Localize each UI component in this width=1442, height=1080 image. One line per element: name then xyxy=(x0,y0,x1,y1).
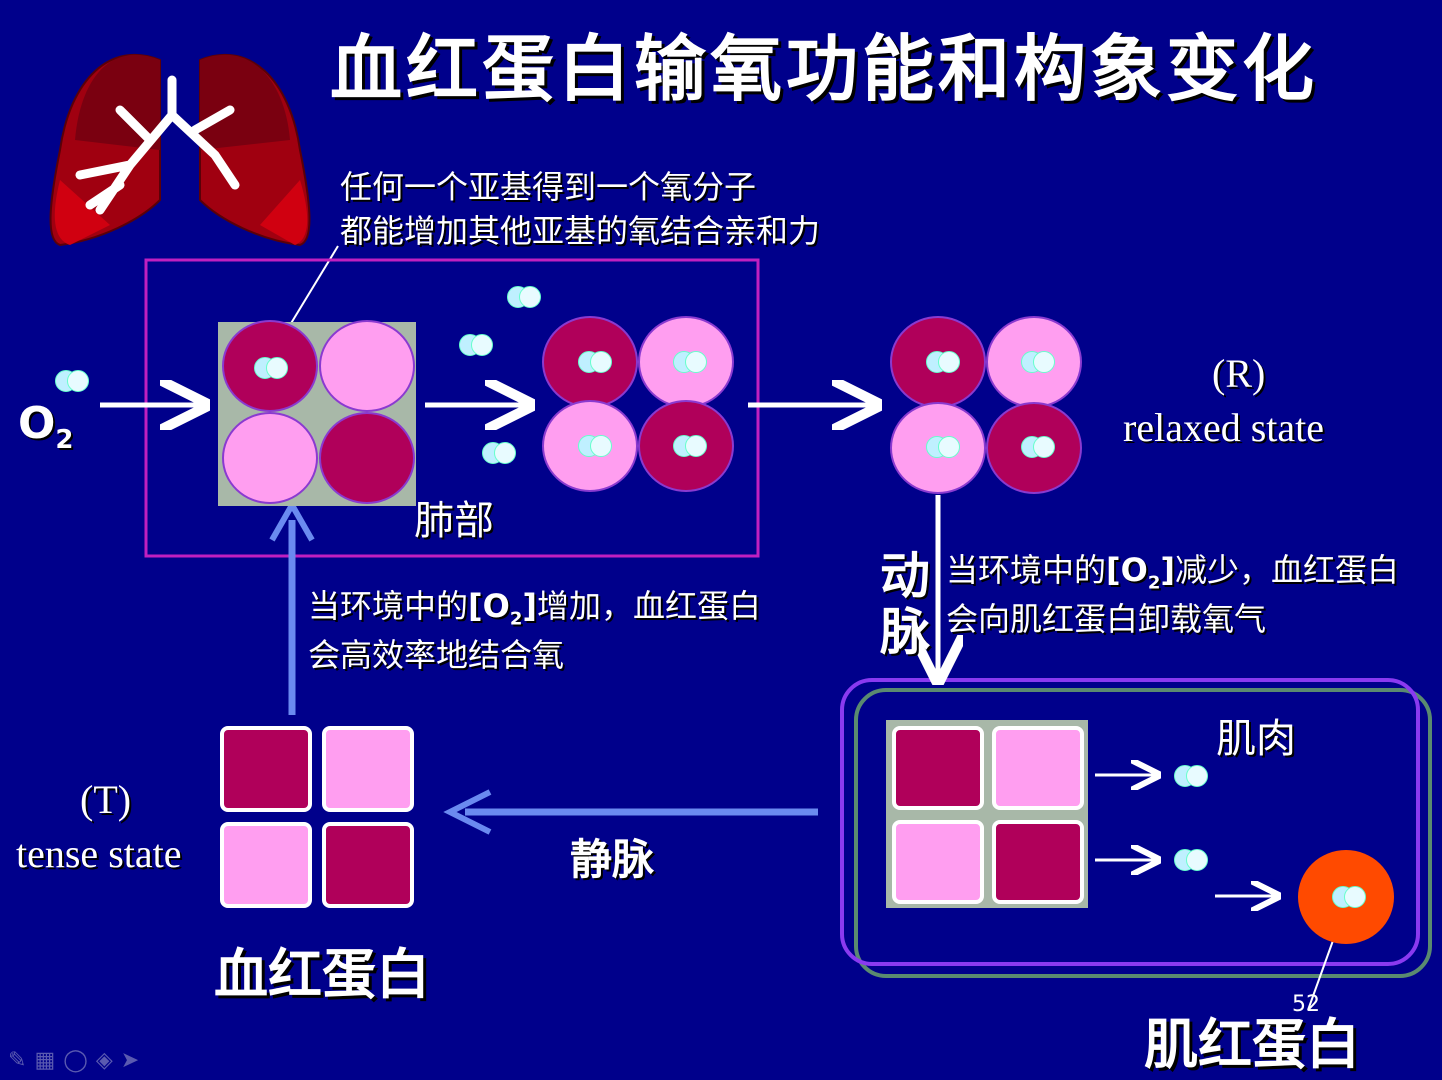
pointer-icon[interactable]: ➤ xyxy=(120,1048,148,1073)
top-note-line-2: 都能增加其他亚基的氧结合亲和力 xyxy=(340,212,821,250)
subunit xyxy=(992,726,1084,810)
myoglobin-label: 肌红蛋白 xyxy=(1144,1013,1360,1076)
muscle-box-outer xyxy=(854,688,1432,978)
muscle-box-inner xyxy=(840,678,1420,966)
oxygen-molecule-icon xyxy=(482,442,520,466)
subunit xyxy=(892,820,984,904)
eraser-icon[interactable]: ◈ xyxy=(95,1048,121,1073)
top-note: 任何一个亚基得到一个氧分子 都能增加其他亚基的氧结合亲和力 xyxy=(340,165,820,253)
subunit xyxy=(992,820,1084,904)
subunit xyxy=(319,412,415,504)
subunit xyxy=(220,822,312,908)
subunit xyxy=(322,822,414,908)
increase-note: 当环境中的[O2]增加，血红蛋白 会高效率地结合氧 xyxy=(308,587,762,675)
subunit xyxy=(222,412,318,504)
r-state-symbol: (R) xyxy=(1212,351,1266,396)
r-state-name: relaxed state xyxy=(1123,405,1324,450)
oxygen-molecule-icon xyxy=(1332,886,1370,910)
vein-label: 静脉 xyxy=(570,835,655,884)
oxygen-molecule-icon xyxy=(507,286,545,310)
page-title: 血红蛋白输氧功能和构象变化 xyxy=(330,27,1319,111)
oxygen-molecule-icon xyxy=(673,351,711,375)
subunit xyxy=(319,320,415,412)
oxygen-molecule-icon xyxy=(254,357,292,381)
subunit xyxy=(222,320,318,412)
lung-box xyxy=(144,258,760,558)
lungs-icon xyxy=(49,54,311,247)
oxygen-molecule-icon xyxy=(1174,849,1212,873)
oxygen-molecule-icon xyxy=(926,351,964,375)
oxygen-molecule-icon xyxy=(1174,765,1212,789)
o2-label: O2 xyxy=(18,398,74,455)
artery-label: 动 脉 xyxy=(880,547,930,661)
ellipse-icon[interactable]: ◯ xyxy=(63,1048,96,1073)
t-state-name: tense state xyxy=(16,831,182,876)
oxygen-molecule-icon xyxy=(926,436,964,460)
oxygen-molecule-icon xyxy=(1021,351,1059,375)
page-number: 52 xyxy=(1292,992,1320,1017)
slideshow-toolbar[interactable]: ✎▦◯◈➤ xyxy=(8,1048,147,1073)
oxygen-molecule-icon xyxy=(1021,436,1059,460)
oxygen-molecule-icon xyxy=(578,351,616,375)
top-note-line-1: 任何一个亚基得到一个氧分子 xyxy=(340,168,757,206)
oxygen-molecule-icon xyxy=(459,334,497,358)
decrease-note: 当环境中的[O2]减少，血红蛋白 会向肌红蛋白卸载氧气 xyxy=(946,551,1400,639)
subunit xyxy=(890,402,986,494)
subunit xyxy=(322,726,414,812)
callout-line xyxy=(289,245,339,326)
lung-label: 肺部 xyxy=(414,498,494,544)
subunit xyxy=(220,726,312,812)
pen-icon[interactable]: ✎ xyxy=(8,1048,35,1073)
hemoglobin-label: 血红蛋白 xyxy=(214,943,430,1006)
subunit xyxy=(986,402,1082,494)
t-state-symbol: (T) xyxy=(80,777,132,822)
oxygen-molecule-icon xyxy=(578,435,616,459)
oxygen-molecule-icon xyxy=(673,435,711,459)
muscle-label: 肌肉 xyxy=(1216,716,1296,762)
subunit xyxy=(892,726,984,810)
oxygen-molecule-icon xyxy=(55,370,93,394)
grid-icon[interactable]: ▦ xyxy=(34,1048,64,1073)
